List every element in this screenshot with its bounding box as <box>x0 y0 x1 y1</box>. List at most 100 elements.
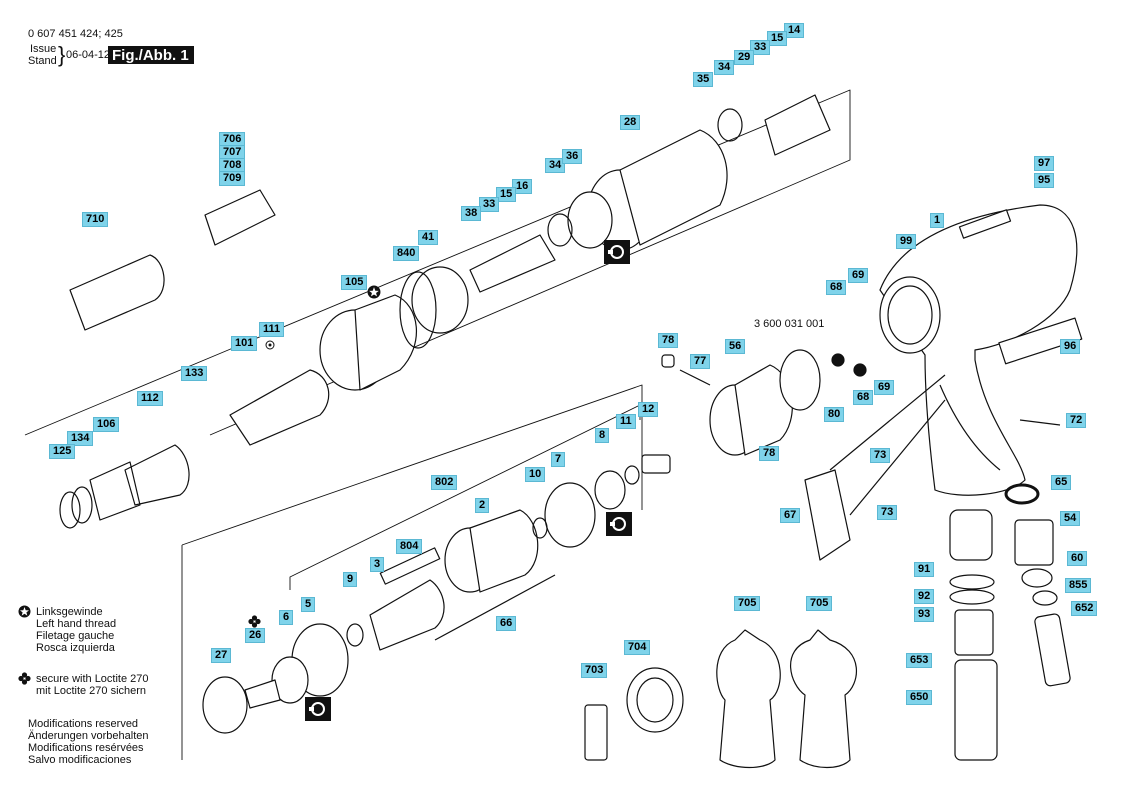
collar-inner <box>636 677 674 723</box>
callout-56: 56 <box>725 339 746 354</box>
callout-93: 93 <box>914 607 935 622</box>
callout-133: 133 <box>181 366 208 381</box>
callout-9: 9 <box>343 572 358 587</box>
chuck-101 <box>229 369 330 446</box>
callout-12: 12 <box>638 402 659 417</box>
callout-78-b: 78 <box>759 446 780 461</box>
callout-68-b: 68 <box>853 390 874 405</box>
stand-label: Stand <box>28 55 57 67</box>
ring-65 <box>1004 483 1040 505</box>
handles-705 <box>716 629 857 769</box>
callout-66: 66 <box>496 616 517 631</box>
callout-41: 41 <box>418 230 439 245</box>
screw-26 <box>244 679 281 709</box>
end-plate-7 <box>544 482 596 548</box>
lever-67 <box>804 469 851 561</box>
tool-710 <box>69 254 165 331</box>
handle-grip <box>939 384 1001 471</box>
callout-111: 111 <box>259 322 285 337</box>
callout-34-top: 34 <box>714 60 735 75</box>
callout-707: 707 <box>219 145 246 160</box>
callout-67: 67 <box>780 508 801 523</box>
header-brace: } <box>58 42 66 67</box>
callout-11: 11 <box>616 414 636 429</box>
callout-101: 101 <box>231 336 258 351</box>
loctite-icon <box>265 337 275 350</box>
ring-125 <box>59 491 81 529</box>
left-hand-thread-icon <box>18 605 31 618</box>
callout-134: 134 <box>67 431 94 446</box>
callout-97: 97 <box>1034 156 1055 171</box>
valve-parts <box>661 349 1061 561</box>
callout-709: 709 <box>219 171 246 186</box>
callout-3: 3 <box>370 557 385 572</box>
grease-symbol-icon <box>606 512 632 536</box>
lower-motor-parts <box>202 454 671 734</box>
left-hand-thread-icon <box>367 285 381 299</box>
washer-34-top <box>717 108 743 142</box>
spring-106 <box>89 461 141 521</box>
callout-6: 6 <box>279 610 294 625</box>
callout-7: 7 <box>551 452 566 467</box>
filter-650 <box>954 659 998 761</box>
loctite-icon <box>248 615 261 628</box>
pin-66 <box>434 574 556 641</box>
rotor-3 <box>369 579 445 651</box>
callout-5: 5 <box>301 597 316 612</box>
upper-drive-parts <box>59 94 831 529</box>
handle-705-b <box>790 629 857 769</box>
callout-650: 650 <box>906 690 933 705</box>
callout-840: 840 <box>393 246 420 261</box>
legend-mod-3: Salvo modificaciones <box>28 754 132 766</box>
tool-housing-1 <box>879 204 1083 496</box>
sieve-60 <box>1021 568 1053 588</box>
legend-loctite-1: mit Loctite 270 sichern <box>36 685 147 697</box>
callout-2: 2 <box>475 498 490 513</box>
nipple-652 <box>1034 613 1071 687</box>
ring-840 <box>399 271 437 349</box>
callout-95: 95 <box>1034 173 1055 188</box>
legend-mod-2: Modifications resérvées <box>28 742 144 754</box>
bearing-41 <box>411 266 469 334</box>
pin-77 <box>679 369 711 386</box>
callout-35: 35 <box>693 72 714 87</box>
callout-99: 99 <box>896 234 917 249</box>
callout-16: 16 <box>512 179 533 194</box>
legend-loctite-0: secure with Loctite 270 <box>36 673 149 685</box>
callout-106: 106 <box>93 417 120 432</box>
callout-704: 704 <box>624 640 651 655</box>
callout-34: 34 <box>545 158 566 173</box>
legend-lht-3: Rosca izquierda <box>36 642 115 654</box>
plug-78 <box>661 354 675 368</box>
callout-60: 60 <box>1067 551 1088 566</box>
callout-15-mid: 15 <box>496 187 517 202</box>
fitting-653 <box>954 609 994 656</box>
fitting-703 <box>584 704 608 761</box>
callout-27: 27 <box>211 648 232 663</box>
washer-11 <box>624 465 640 485</box>
gear-housing-28-body <box>619 129 728 246</box>
upper-group-frame <box>24 89 851 436</box>
callout-652: 652 <box>1071 601 1098 616</box>
callout-804: 804 <box>396 539 423 554</box>
spindle-29 <box>764 94 831 156</box>
pin-72 <box>1019 419 1061 426</box>
callout-96: 96 <box>1060 339 1081 354</box>
callout-36: 36 <box>562 149 583 164</box>
label-96 <box>998 317 1083 365</box>
callout-653: 653 <box>906 653 933 668</box>
callout-54: 54 <box>1060 511 1081 526</box>
ring-9 <box>346 623 364 647</box>
loctite-icon <box>18 672 31 685</box>
ball-68-a <box>831 353 845 367</box>
callout-10: 10 <box>525 467 546 482</box>
callout-705-a: 705 <box>734 596 761 611</box>
fitting-54 <box>1014 519 1054 566</box>
callout-91: 91 <box>914 562 935 577</box>
handle-705-a <box>716 629 781 769</box>
callout-77: 77 <box>690 354 711 369</box>
callout-28: 28 <box>620 115 641 130</box>
callout-92: 92 <box>914 589 935 604</box>
